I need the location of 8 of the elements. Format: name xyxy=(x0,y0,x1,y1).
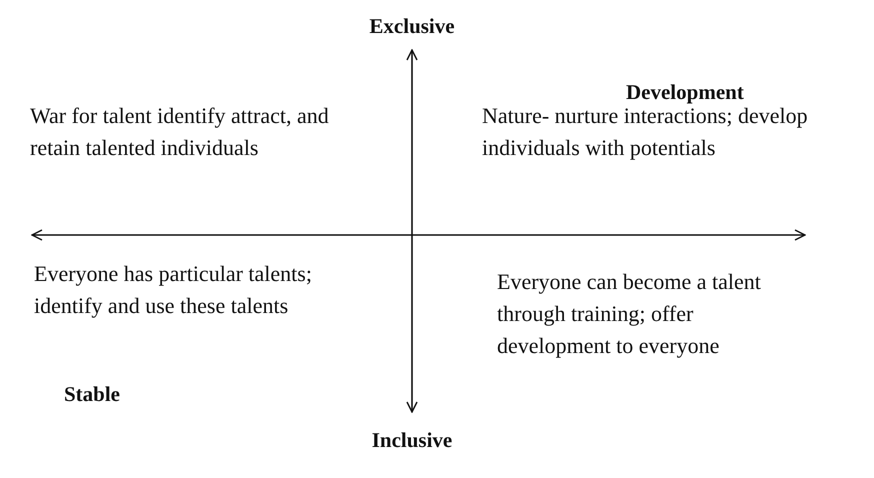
quadrant-text: Everyone can become a talent through training; offer development to everyone xyxy=(497,268,762,360)
quadrant-text: Everyone has particular talents; identify and use these talents xyxy=(34,260,313,320)
axis-label: Exclusive xyxy=(368,13,456,40)
axis-label: Inclusive xyxy=(370,427,454,454)
axis-label: Development xyxy=(626,79,744,106)
quadrant-text: Nature- nurture interactions; develop individuals with potentials xyxy=(482,103,809,162)
axis-label: Stable xyxy=(64,381,120,408)
quadrant-text: War for talent identify attract, and retain talented individuals xyxy=(30,102,330,162)
